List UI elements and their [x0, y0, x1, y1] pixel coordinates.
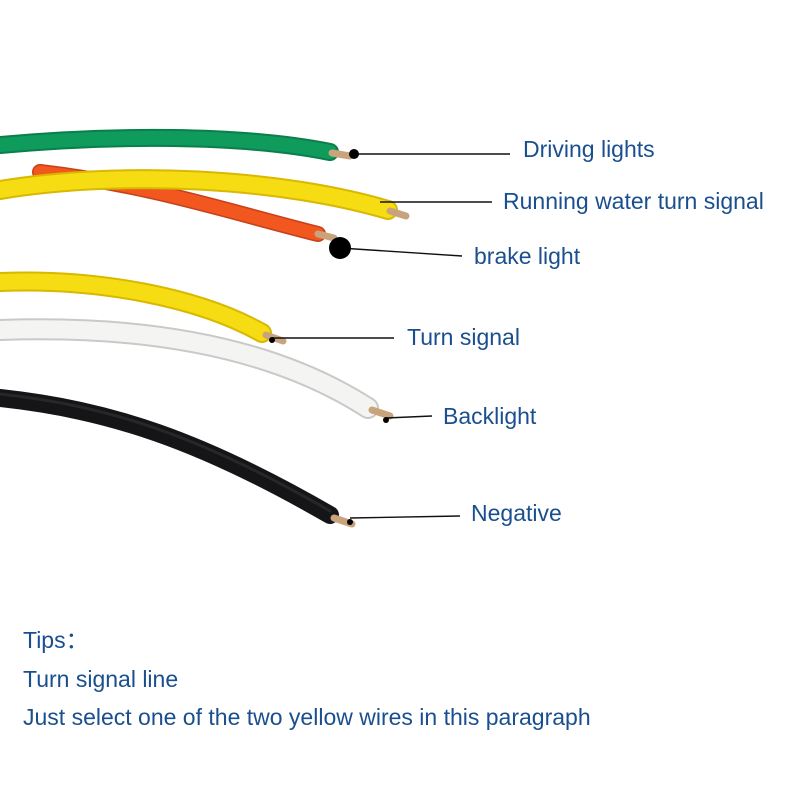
label-driving-lights: Driving lights: [523, 136, 655, 162]
black-wire: [0, 389, 356, 528]
tips-line-1: Turn signal line: [23, 666, 179, 692]
driving-lights-dot: [349, 149, 359, 159]
brake-light-dot: [329, 237, 351, 259]
label-backlight: Backlight: [443, 403, 537, 429]
label-brake-light: brake light: [474, 243, 581, 269]
tips-line-2: Just select one of the two yellow wires …: [23, 704, 591, 730]
label-turn-signal: Turn signal: [407, 324, 520, 350]
label-negative: Negative: [471, 500, 562, 526]
leader-lines: [269, 149, 510, 525]
green-wire: [0, 128, 354, 161]
white-wire: [0, 318, 394, 420]
yellow-wire-upper: [0, 169, 410, 220]
tips-heading: Tips：: [23, 627, 89, 653]
label-running-water-turn-signal: Running water turn signal: [503, 188, 764, 214]
